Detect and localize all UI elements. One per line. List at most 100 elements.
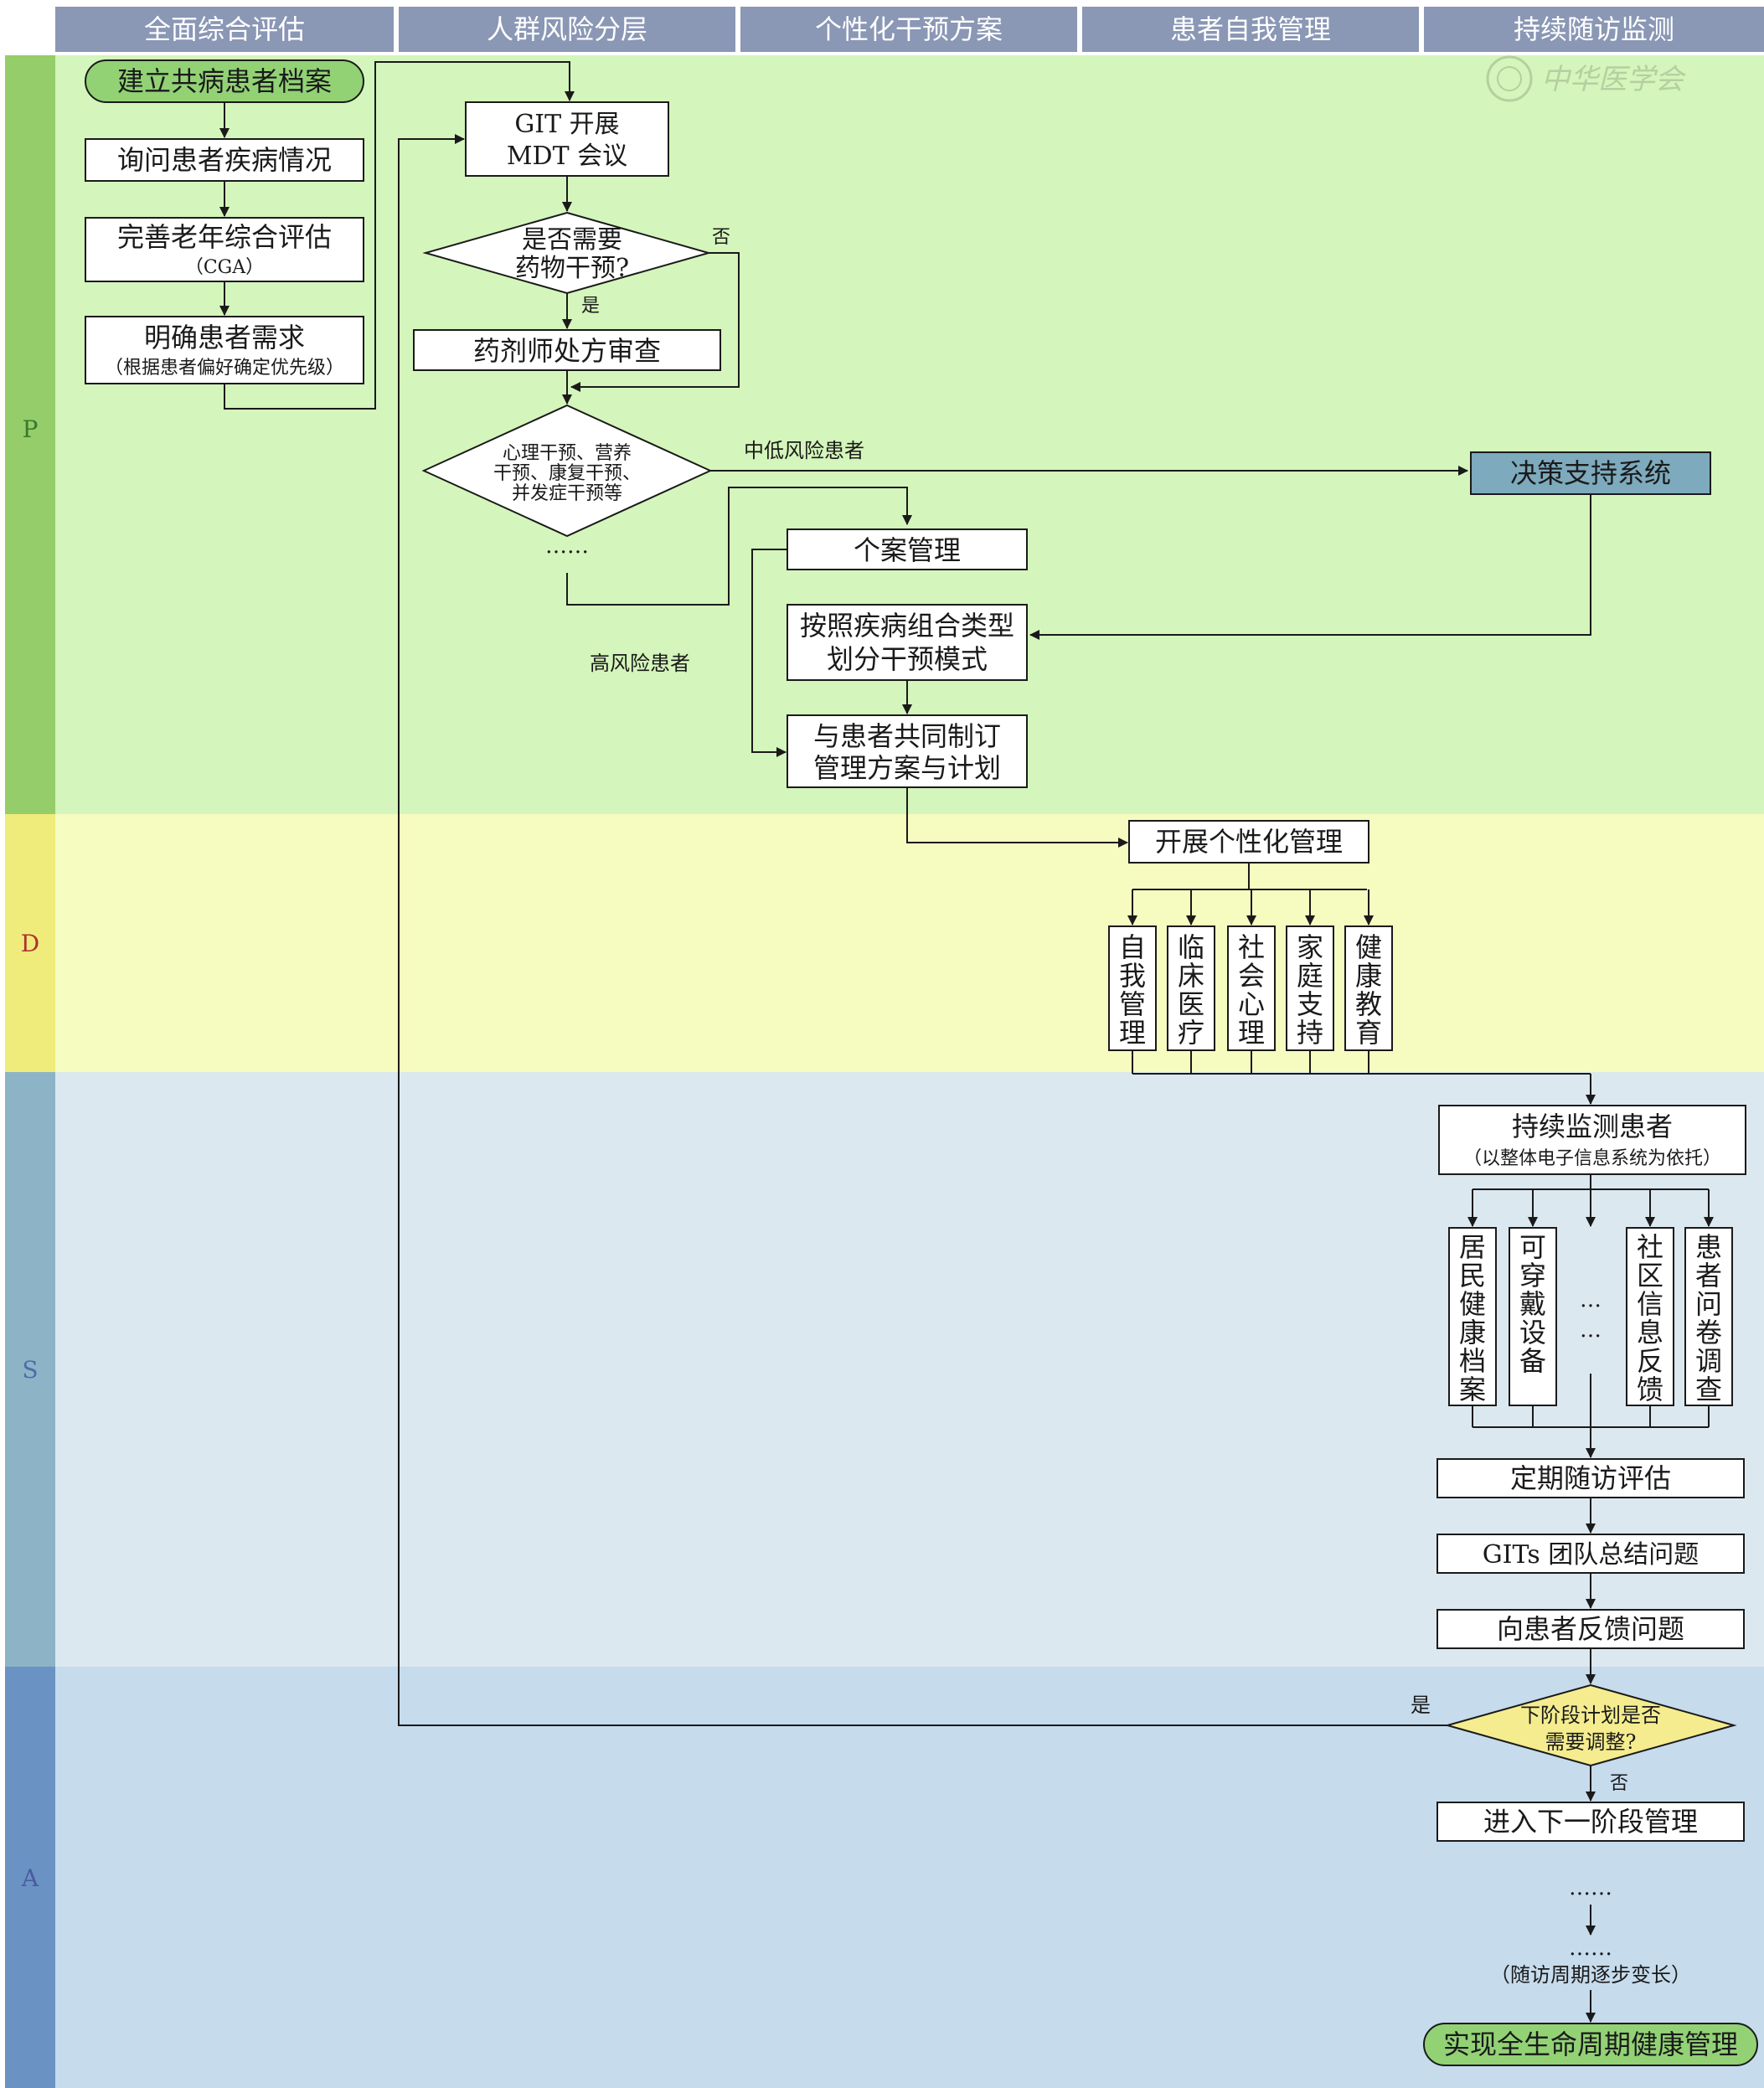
watermark-text: 中华医学会	[1541, 63, 1687, 96]
header-col-3	[740, 7, 1077, 52]
plan-line-1: 与患者共同制订	[813, 720, 1001, 752]
pharmacist-box	[413, 329, 721, 371]
cycle-note: （随访周期逐步变长）	[1490, 1963, 1691, 1987]
case-management-label: 个案管理	[854, 534, 961, 566]
needs-label: 明确患者需求	[144, 322, 305, 353]
intervention-decision	[421, 404, 713, 538]
drug-decision-line-1: 是否需要	[522, 225, 622, 255]
header-col-2-label: 人群风险分层	[487, 13, 647, 45]
d-item-label: 自我管理	[1119, 931, 1146, 1049]
s-branch-arrows	[1467, 1189, 1714, 1227]
next-stage-label: 进入下一阶段管理	[1483, 1806, 1698, 1838]
header-col-2	[399, 7, 735, 52]
decision-support-label: 决策支持系统	[1510, 457, 1671, 489]
ask-box	[85, 138, 364, 182]
d-item-box	[1167, 925, 1215, 1051]
watermark-seal-inner	[1497, 66, 1522, 91]
s-item-box	[1626, 1227, 1674, 1406]
d-item-label: 社会心理	[1238, 931, 1265, 1049]
needs-sub-label: （根据患者偏好确定优先级）	[105, 358, 344, 379]
s-item-ellipsis: ……	[1580, 1287, 1602, 1343]
mode-line-1: 按照疾病组合类型	[800, 610, 1014, 642]
next-stage-box	[1436, 1802, 1745, 1842]
monitor-sub-label: （以整体电子信息系统为依托）	[1463, 1148, 1721, 1169]
column-headers: 全面综合评估 人群风险分层 个性化干预方案 患者自我管理 持续随访监测	[55, 7, 1764, 52]
git-mdt-box	[465, 101, 669, 177]
d-item-label: 临床医疗	[1178, 931, 1204, 1049]
followup-box	[1436, 1458, 1745, 1498]
side-d	[5, 814, 55, 1072]
s-item-label: 患者问卷调查	[1695, 1231, 1722, 1405]
interv-line-2: 干预、康复干预、	[493, 463, 641, 484]
d-item-box	[1108, 925, 1157, 1051]
arrow-highrisk-case	[566, 487, 912, 606]
start-node-label: 建立共病患者档案	[117, 65, 332, 97]
side-s	[5, 1072, 55, 1667]
s-item-boxes: 居民健康档案 可穿戴设备 …… 社区信息反馈 患者问卷调查	[1448, 1227, 1733, 1427]
d-item-box	[1227, 925, 1276, 1051]
gits-box	[1436, 1534, 1745, 1574]
header-col-4-label: 患者自我管理	[1170, 13, 1331, 45]
adjust-yes-label: 是	[1411, 1694, 1431, 1717]
git-label: GIT 开展	[514, 110, 619, 139]
end-node-label: 实现全生命周期健康管理	[1443, 2029, 1738, 2060]
phase-label-s: S	[22, 1356, 38, 1384]
plan-box	[787, 714, 1028, 788]
gits-label: GITs 团队总结问题	[1483, 1540, 1700, 1570]
s-item-box	[1509, 1227, 1557, 1406]
high-risk-label: 高风险患者	[590, 652, 690, 675]
d-branch-arrows	[1127, 889, 1374, 925]
d-item-label: 健康教育	[1355, 931, 1382, 1049]
interv-line-3: 并发症干预等	[512, 483, 622, 504]
drug-yes-label: 是	[581, 296, 600, 317]
s-item-box	[1684, 1227, 1733, 1406]
band-a	[55, 1667, 1764, 2088]
adjust-line-1: 下阶段计划是否	[1520, 1704, 1661, 1727]
arrow-adjust-yes-git	[398, 134, 1447, 1726]
monitor-box	[1438, 1105, 1746, 1175]
header-col-4	[1082, 7, 1419, 52]
header-col-1	[55, 7, 394, 52]
drug-no-label: 否	[712, 227, 730, 248]
phase-label-p: P	[23, 415, 39, 443]
pharmacist-label: 药剂师处方审查	[473, 335, 661, 367]
arrow-drugq-no	[570, 252, 740, 392]
header-col-5-label: 持续随访监测	[1514, 13, 1674, 45]
cga-sub-label: （CGA）	[185, 257, 264, 278]
phase-label-a: A	[21, 1864, 39, 1892]
side-p	[5, 55, 55, 814]
watermark: 中华医学会	[1486, 55, 1687, 102]
arrow-needs-git	[224, 61, 575, 410]
interv-line-1: 心理干预、营养	[503, 443, 632, 464]
arrow-plan-personal	[906, 787, 1128, 848]
dots-1: ……	[1569, 1875, 1612, 1900]
drug-decision-line-2: 药物干预?	[515, 254, 629, 283]
band-d	[55, 814, 1764, 1072]
header-col-1-label: 全面综合评估	[144, 13, 305, 45]
feedback-label: 向患者反馈问题	[1497, 1613, 1684, 1645]
s-item-label: 社区信息反馈	[1637, 1231, 1663, 1405]
header-col-5	[1424, 7, 1764, 52]
feedback-box	[1436, 1609, 1745, 1649]
side-a	[5, 1667, 55, 2088]
interv-ellipsis: ……	[545, 534, 589, 559]
personal-management-label: 开展个性化管理	[1155, 826, 1343, 858]
s-item-label: 可穿戴设备	[1519, 1231, 1546, 1377]
case-management-box	[787, 528, 1028, 570]
decision-support-box	[1470, 451, 1711, 495]
s-item-label: 居民健康档案	[1459, 1231, 1486, 1405]
phase-label-d: D	[21, 930, 39, 957]
monitor-label: 持续监测患者	[1512, 1111, 1673, 1142]
adjust-line-2: 需要调整?	[1545, 1730, 1637, 1754]
mode-box	[787, 604, 1028, 681]
adjust-no-label: 否	[1610, 1773, 1628, 1794]
low-risk-label: 中低风险患者	[744, 439, 864, 462]
personal-management-box	[1128, 820, 1369, 864]
plan-line-2: 管理方案与计划	[813, 752, 1001, 784]
watermark-seal-icon	[1486, 55, 1533, 102]
dots-2: ……	[1569, 1936, 1612, 1961]
mode-line-2: 划分干预模式	[827, 643, 988, 675]
arrow-dss-mode	[1029, 494, 1591, 640]
